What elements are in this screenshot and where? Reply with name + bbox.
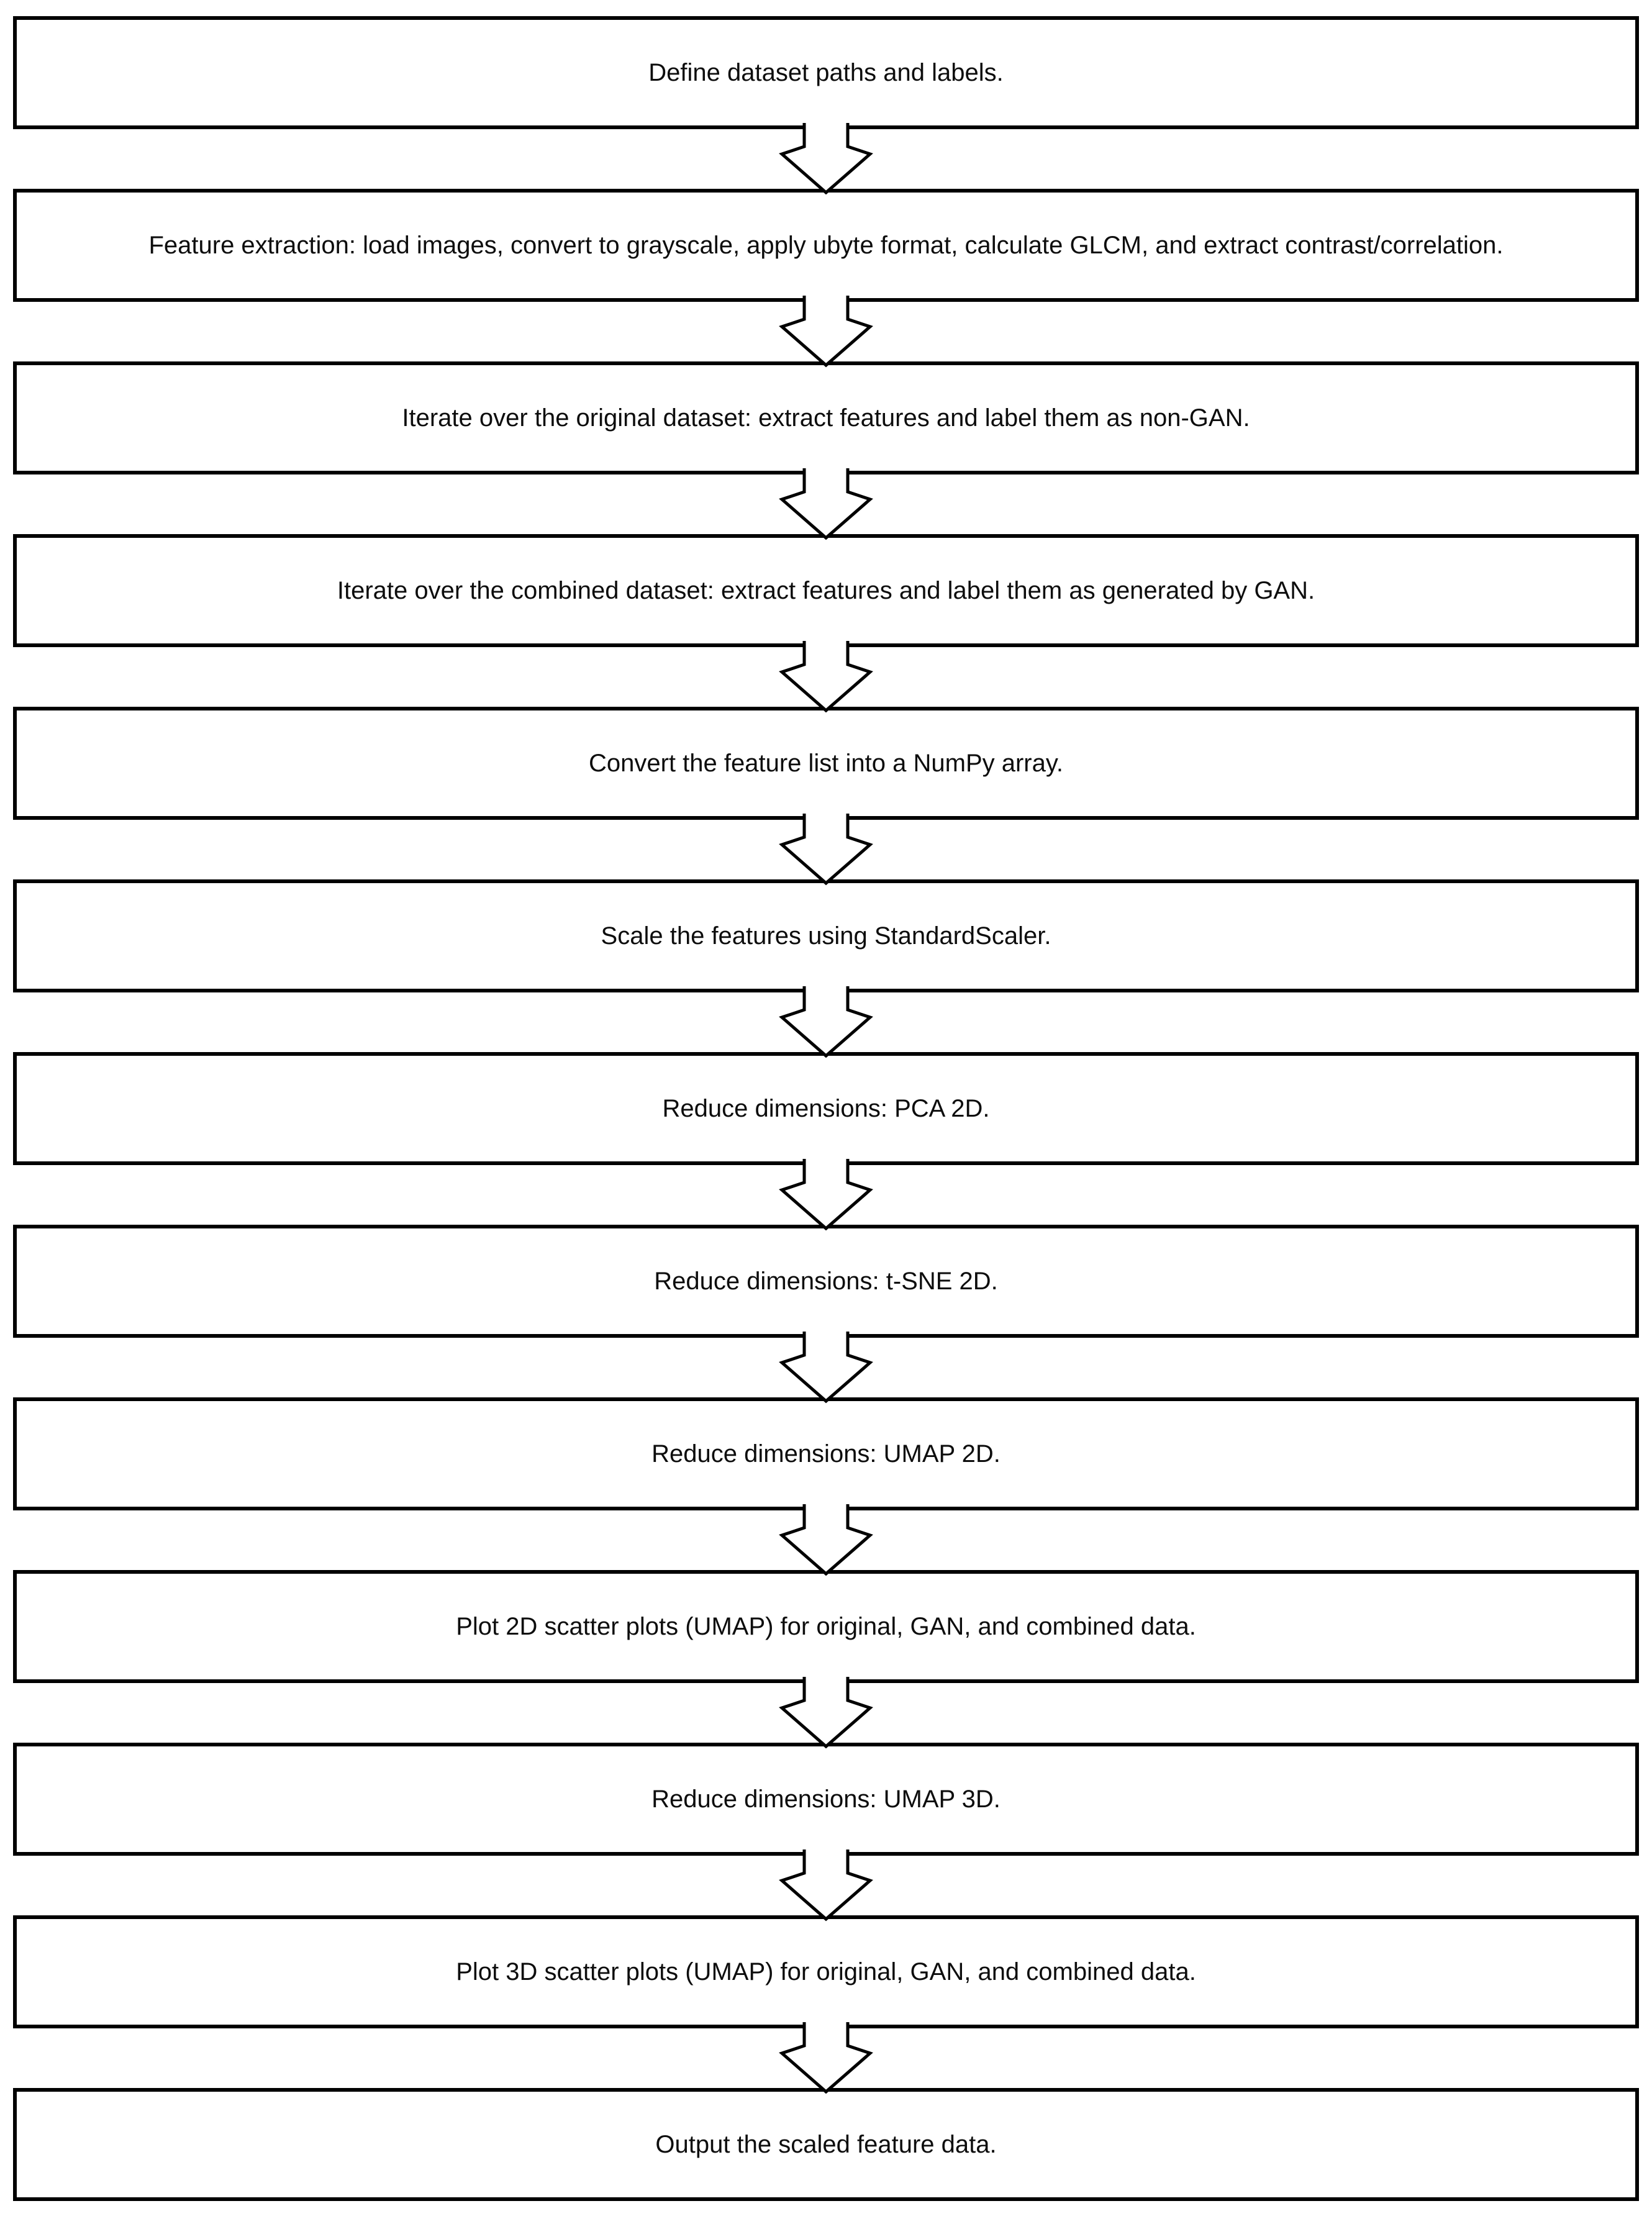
step-label: Reduce dimensions: PCA 2D. — [662, 1095, 990, 1122]
down-arrow-icon — [779, 986, 873, 1058]
down-arrow-icon — [779, 468, 873, 540]
flow-connector — [13, 1850, 1639, 1922]
down-arrow-icon — [779, 1504, 873, 1576]
flowchart-step-row: Scale the features using StandardScaler. — [13, 879, 1639, 1058]
flowchart-step-10: Plot 2D scatter plots (UMAP) for origina… — [13, 1570, 1639, 1683]
flowchart-step-8: Reduce dimensions: t-SNE 2D. — [13, 1225, 1639, 1338]
flowchart-step-6: Scale the features using StandardScaler. — [13, 879, 1639, 992]
flowchart-step-11: Reduce dimensions: UMAP 3D. — [13, 1743, 1639, 1856]
step-label: Plot 3D scatter plots (UMAP) for origina… — [456, 1958, 1196, 1986]
step-label: Reduce dimensions: UMAP 3D. — [651, 1786, 1001, 1813]
down-arrow-icon — [779, 1850, 873, 1922]
flow-connector — [13, 468, 1639, 540]
flowchart-step-row: Output the scaled feature data. — [13, 2088, 1639, 2201]
flow-connector — [13, 1677, 1639, 1749]
down-arrow-icon — [779, 641, 873, 713]
flow-connector — [13, 123, 1639, 195]
down-arrow-icon — [779, 1159, 873, 1231]
flowchart-step-5: Convert the feature list into a NumPy ar… — [13, 707, 1639, 820]
flow-connector — [13, 814, 1639, 886]
step-label: Define dataset paths and labels. — [648, 59, 1004, 86]
flowchart-step-12: Plot 3D scatter plots (UMAP) for origina… — [13, 1915, 1639, 2028]
flowchart-step-4: Iterate over the combined dataset: extra… — [13, 534, 1639, 647]
step-label: Iterate over the original dataset: extra… — [402, 404, 1250, 432]
flowchart-step-row: Plot 3D scatter plots (UMAP) for origina… — [13, 1915, 1639, 2094]
flowchart-step-row: Convert the feature list into a NumPy ar… — [13, 707, 1639, 886]
down-arrow-icon — [779, 123, 873, 195]
flowchart-step-row: Iterate over the original dataset: extra… — [13, 361, 1639, 540]
flowchart-step-row: Reduce dimensions: UMAP 2D. — [13, 1397, 1639, 1576]
flowchart-step-13: Output the scaled feature data. — [13, 2088, 1639, 2201]
down-arrow-icon — [779, 2022, 873, 2094]
step-label: Reduce dimensions: t-SNE 2D. — [654, 1268, 998, 1295]
flow-connector — [13, 1332, 1639, 1404]
flowchart-step-row: Plot 2D scatter plots (UMAP) for origina… — [13, 1570, 1639, 1749]
flow-connector — [13, 296, 1639, 368]
flowchart: Define dataset paths and labels. Feature… — [13, 16, 1639, 2201]
down-arrow-icon — [779, 296, 873, 368]
flow-connector — [13, 1504, 1639, 1576]
step-label: Scale the features using StandardScaler. — [601, 922, 1051, 950]
flow-connector — [13, 2022, 1639, 2094]
flowchart-step-9: Reduce dimensions: UMAP 2D. — [13, 1397, 1639, 1510]
flowchart-step-2: Feature extraction: load images, convert… — [13, 189, 1639, 302]
step-label: Convert the feature list into a NumPy ar… — [588, 750, 1064, 777]
flow-connector — [13, 986, 1639, 1058]
flowchart-step-row: Feature extraction: load images, convert… — [13, 189, 1639, 368]
flowchart-step-1: Define dataset paths and labels. — [13, 16, 1639, 129]
flowchart-step-7: Reduce dimensions: PCA 2D. — [13, 1052, 1639, 1165]
flowchart-step-row: Reduce dimensions: PCA 2D. — [13, 1052, 1639, 1231]
step-label: Feature extraction: load images, convert… — [148, 232, 1504, 259]
flow-connector — [13, 1159, 1639, 1231]
step-label: Output the scaled feature data. — [655, 2131, 997, 2158]
flow-connector — [13, 641, 1639, 713]
step-label: Plot 2D scatter plots (UMAP) for origina… — [456, 1613, 1196, 1640]
down-arrow-icon — [779, 1332, 873, 1404]
down-arrow-icon — [779, 814, 873, 886]
flowchart-step-row: Reduce dimensions: UMAP 3D. — [13, 1743, 1639, 1922]
flowchart-step-row: Define dataset paths and labels. — [13, 16, 1639, 195]
down-arrow-icon — [779, 1677, 873, 1749]
step-label: Iterate over the combined dataset: extra… — [337, 577, 1315, 604]
flowchart-step-3: Iterate over the original dataset: extra… — [13, 361, 1639, 474]
step-label: Reduce dimensions: UMAP 2D. — [651, 1440, 1001, 1468]
flowchart-step-row: Reduce dimensions: t-SNE 2D. — [13, 1225, 1639, 1404]
flowchart-step-row: Iterate over the combined dataset: extra… — [13, 534, 1639, 713]
